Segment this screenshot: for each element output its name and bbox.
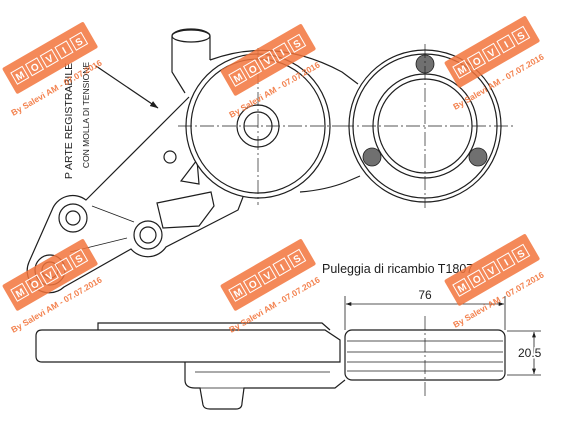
watermark-letter-box	[481, 260, 501, 280]
right-pulley-bolt	[362, 147, 382, 167]
watermark-letter-box	[242, 274, 263, 294]
watermark-letter-box	[496, 34, 516, 54]
movis-watermark: M O V I S By Salevi AM - 07.07.2016	[2, 239, 104, 335]
side-view	[35, 296, 541, 410]
watermark-letter-box	[69, 248, 89, 268]
watermark-letter-box	[287, 248, 307, 268]
arm-hole-inner	[139, 226, 157, 244]
watermark-letter: S	[74, 36, 86, 49]
top-view	[26, 28, 515, 294]
watermark-letter-box	[452, 277, 472, 297]
watermark-letter-box	[481, 42, 501, 62]
watermark-letter-box	[466, 51, 487, 71]
watermark-letter: V	[262, 55, 274, 68]
dim-height-value: 20.5	[518, 346, 542, 360]
watermark-letter: S	[516, 30, 528, 43]
watermark-letter: S	[74, 253, 86, 266]
watermark-letter-box	[272, 257, 292, 277]
watermark-letter-box	[54, 257, 74, 277]
watermark-letter: S	[292, 253, 304, 266]
watermark-banner	[444, 16, 540, 88]
arm-hole-outer	[133, 220, 163, 250]
watermark-letter-box	[10, 282, 30, 302]
watermark-letter-box	[39, 48, 59, 68]
right-pulley-bolt	[468, 147, 488, 167]
watermark-letter-box	[466, 269, 487, 289]
arm-triangle-cutout	[179, 158, 200, 185]
watermark-letter-box	[452, 59, 472, 79]
side-bracket	[184, 362, 346, 410]
watermark-letter: V	[262, 270, 274, 283]
watermark-letter: V	[44, 270, 56, 283]
arm-hole-inner	[65, 210, 81, 226]
watermark-banner	[2, 239, 98, 311]
arm-trapezoid-cutout	[156, 191, 215, 229]
watermark-letter-box	[39, 265, 59, 285]
watermark-letter-box	[511, 243, 531, 263]
watermark-letter: V	[486, 265, 498, 278]
watermark-letter: I	[503, 258, 511, 269]
watermark-banner	[220, 24, 316, 96]
watermark-banner	[444, 234, 540, 306]
arm-hole-outer	[58, 203, 88, 233]
housing-bottom-contour	[299, 175, 361, 193]
watermark-letter: S	[516, 248, 528, 261]
tension-spring-label: CON MOLLA DI TENSIONE	[81, 62, 91, 168]
watermark-letter-box	[228, 282, 248, 302]
watermark-letter-box	[54, 40, 74, 60]
side-arm-body	[35, 329, 341, 363]
movis-watermark: M O V I S By Salevi AM - 07.07.2016	[220, 239, 322, 335]
replacement-pulley-label: Puleggia di ricambio T1807	[322, 262, 473, 276]
watermark-letter-box	[228, 67, 248, 87]
movis-watermark: M O V I S By Salevi AM - 07.07.2016	[2, 22, 104, 118]
watermark-banner	[2, 22, 98, 94]
watermark-letter-box	[272, 42, 292, 62]
arm-small-hole	[163, 150, 177, 164]
watermark-letter-box	[24, 57, 45, 77]
dim-width-value: 76	[418, 288, 432, 302]
arm-boss-top	[171, 29, 211, 43]
watermark-letter-box	[257, 50, 277, 70]
watermark-letter-box	[24, 274, 45, 294]
watermark-letter: I	[61, 46, 69, 57]
watermark-banner	[220, 239, 316, 311]
watermark-letter: S	[292, 38, 304, 51]
watermark-letter-box	[69, 31, 89, 51]
watermark-letter-box	[10, 65, 30, 85]
movis-watermark: M O V I S By Salevi AM - 07.07.2016	[444, 234, 546, 330]
watermark-letter: V	[486, 47, 498, 60]
watermark-letter-box	[257, 265, 277, 285]
watermark-letter-box	[242, 59, 263, 79]
watermark-letter: I	[279, 263, 287, 274]
arm-rib-line	[91, 205, 135, 223]
adjustable-part-label: P ARTE REGISTRABILE	[63, 63, 75, 179]
watermark-letter: I	[279, 48, 287, 59]
watermark-letter: I	[503, 40, 511, 51]
watermark-letter-box	[511, 25, 531, 45]
side-arm-top-strip	[97, 322, 331, 331]
label-leader-arrow	[95, 65, 159, 109]
watermark-letter: I	[61, 263, 69, 274]
watermark-letter: V	[44, 53, 56, 66]
watermark-letter-box	[287, 33, 307, 53]
watermark-letter-box	[496, 252, 516, 272]
